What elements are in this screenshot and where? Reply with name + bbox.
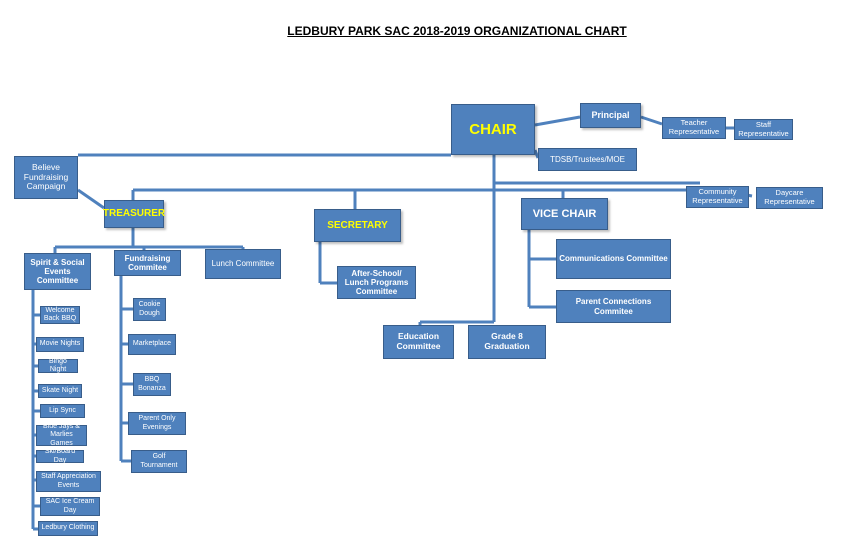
chart-title: LEDBURY PARK SAC 2018-2019 ORGANIZATIONA… xyxy=(287,24,627,38)
golf-tournament-box: Golf Tournament xyxy=(131,450,187,473)
spirit-social-events-box: Spirit & Social Events Committee xyxy=(24,253,91,290)
marketplace-box: Marketplace xyxy=(128,334,176,355)
grade8-graduation-box: Grade 8 Graduation xyxy=(468,325,546,359)
daycare-representative-box: Daycare Representative xyxy=(756,187,823,209)
movie-nights-box: Movie Nights xyxy=(36,337,84,352)
bingo-night-box: Bingo Night xyxy=(38,358,78,373)
staff-appreciation-box: Staff Appreciation Events xyxy=(36,471,101,492)
sac-ice-cream-day-box: SAC Ice Cream Day xyxy=(40,497,100,516)
treasurer-box: TREASURER xyxy=(103,200,165,228)
ski-board-day-box: Ski/Board Day xyxy=(36,448,84,464)
vice-chair-box: VICE CHAIR xyxy=(521,198,608,230)
ledbury-clothing-box: Ledbury Clothing xyxy=(38,521,98,536)
parent-connections-box: Parent Connections Commitee xyxy=(556,290,671,323)
parent-only-evenings-box: Parent Only Evenings xyxy=(128,412,186,435)
skate-night-box: Skate Night xyxy=(38,384,82,398)
chair-box: CHAIR xyxy=(451,104,535,155)
blue-jays-marlies-box: Blue Jays & Marlies Games xyxy=(36,423,87,447)
staff-representative-box: Staff Representative xyxy=(734,119,793,140)
community-representative-box: Community Representative xyxy=(686,186,749,208)
principal-box: Principal xyxy=(580,103,641,128)
fundraising-committee-box: Fundraising Commitee xyxy=(114,250,181,276)
bbq-bonanza-box: BBQ Bonanza xyxy=(133,373,171,396)
after-school-lunch-box: After-School/ Lunch Programs Committee xyxy=(337,266,416,299)
tdsb-trustees-moe-box: TDSB/Trustees/MOE xyxy=(538,148,637,171)
lip-sync-box: Lip Sync xyxy=(40,404,85,418)
believe-fundraising-box: Believe Fundraising Campaign xyxy=(14,156,78,199)
teacher-representative-box: Teacher Representative xyxy=(662,117,726,139)
secretary-box: SECRETARY xyxy=(314,209,401,242)
cookie-dough-box: Cookie Dough xyxy=(133,298,166,321)
welcome-back-bbq-box: Welcome Back BBQ xyxy=(40,306,80,324)
lunch-committee-box: Lunch Committee xyxy=(205,249,281,279)
communications-committee-box: Communications Committee xyxy=(556,239,671,279)
education-committee-box: Education Committee xyxy=(383,325,454,359)
